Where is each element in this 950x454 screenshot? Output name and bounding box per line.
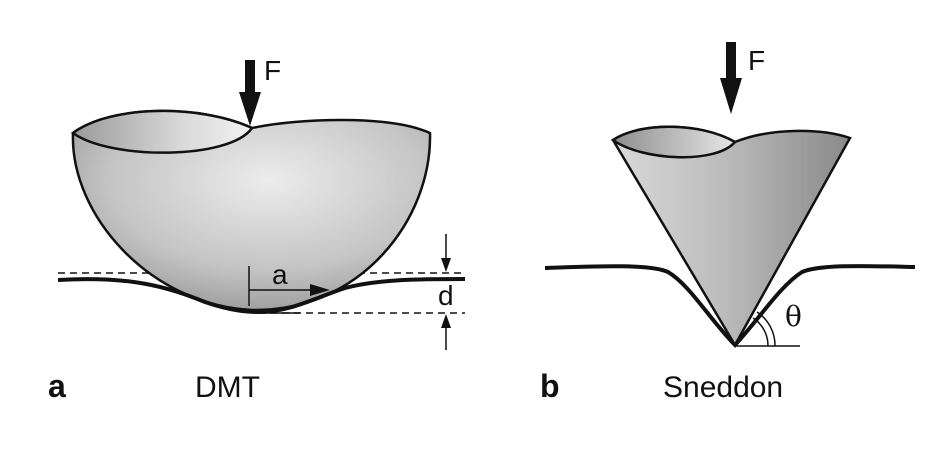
panel-letter-b: b xyxy=(540,368,560,404)
force-arrowhead-b xyxy=(720,78,742,114)
angle-label: θ xyxy=(785,300,802,333)
force-label-a: F xyxy=(264,55,281,86)
deformed-surface xyxy=(57,277,466,315)
panel-caption-a: DMT xyxy=(195,371,260,404)
depth-arrowhead-top xyxy=(441,258,451,272)
spherical-indenter-inner xyxy=(70,109,254,154)
angle-arc-inner xyxy=(752,317,769,347)
force-label-b: F xyxy=(748,45,765,76)
conical-indenter-inner xyxy=(610,125,737,159)
panel-letter-a: a xyxy=(48,368,66,404)
contact-radius-arrowhead xyxy=(310,284,330,296)
conical-indenter xyxy=(611,125,852,348)
angle-arc-outer xyxy=(756,311,776,347)
depth-arrowhead-bottom xyxy=(441,314,451,328)
panel-caption-b: Sneddon xyxy=(663,371,783,404)
force-arrow-shaft-a xyxy=(245,60,255,94)
panel-b-sneddon xyxy=(544,42,916,348)
panel-a-dmt xyxy=(57,60,466,350)
depth-label: d xyxy=(438,280,454,311)
contact-radius-label: a xyxy=(272,259,288,290)
force-arrow-shaft-b xyxy=(726,42,736,80)
force-arrowhead-a xyxy=(239,92,261,126)
